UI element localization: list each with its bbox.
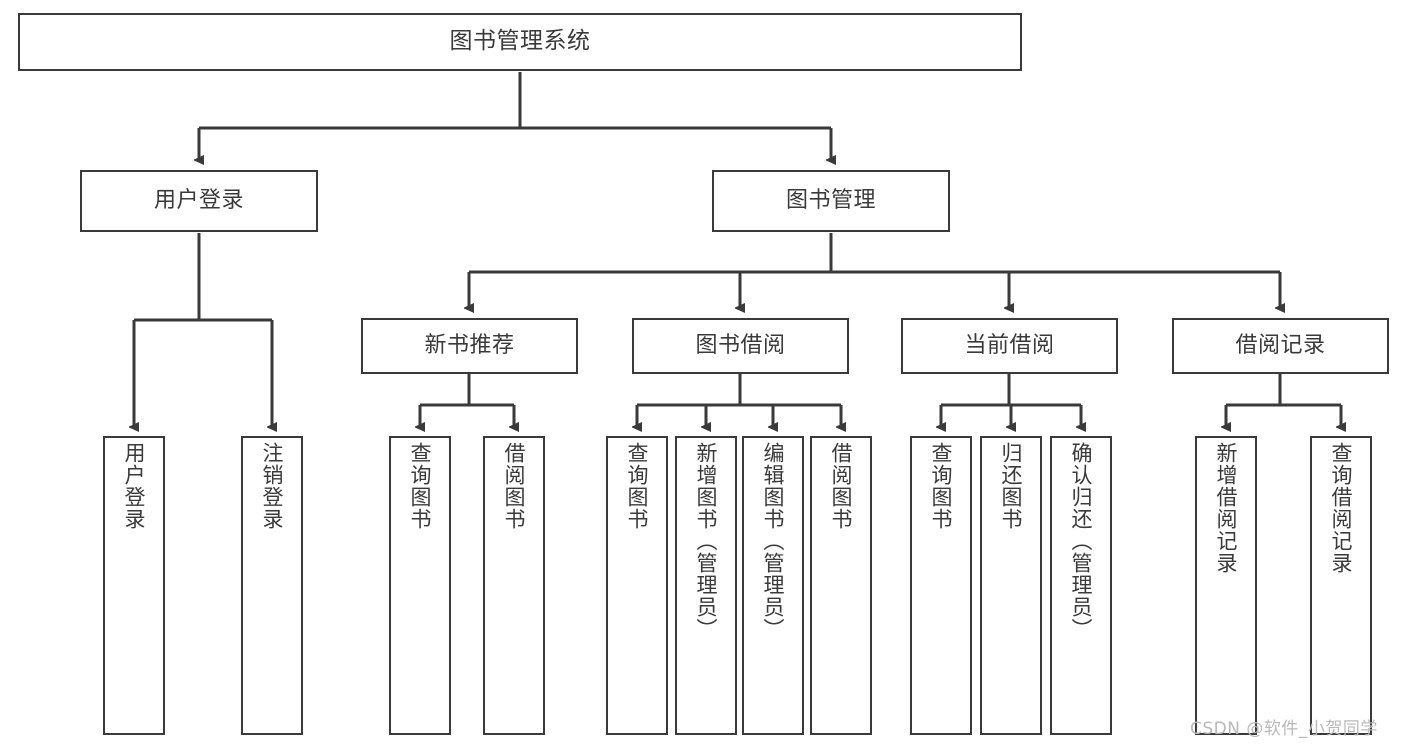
node-label: 注销登录 [260,442,285,530]
node-label: 借阅图书 [829,442,854,530]
node-label: 新增借阅记录 [1214,442,1239,574]
node-label: 归还图书 [999,442,1024,530]
leaf-user-login[interactable]: 用户登录 [103,436,165,735]
node-label: 查询借阅记录 [1329,442,1354,574]
leaf-logout[interactable]: 注销登录 [241,436,303,735]
node-borrow-record[interactable]: 借阅记录 [1172,318,1389,374]
csdn-watermark: CSDN @软件_小贺同学 [1190,719,1378,739]
leaf-record-query-borrow-record[interactable]: 查询借阅记录 [1310,436,1372,735]
node-label: 查询图书 [625,442,650,530]
node-label: 借阅记录 [1235,332,1326,358]
node-label: 图书借阅 [695,332,786,358]
node-label: 当前借阅 [964,332,1055,358]
node-new-book-recommend[interactable]: 新书推荐 [361,318,578,374]
leaf-borrow-add-book-admin[interactable]: 新增图书（管理员） [675,436,737,735]
node-label: 新书推荐 [424,332,515,358]
node-label: 图书管理系统 [449,28,591,55]
node-label: 确认归还（管理员） [1069,442,1094,640]
leaf-borrow-query-book[interactable]: 查询图书 [606,436,668,735]
node-root-book-management-system[interactable]: 图书管理系统 [18,13,1022,71]
node-label: 新增图书（管理员） [694,442,719,640]
leaf-current-confirm-return-admin[interactable]: 确认归还（管理员） [1050,436,1112,735]
leaf-borrow-edit-book-admin[interactable]: 编辑图书（管理员） [742,436,804,735]
node-label: 用户登录 [153,187,244,213]
leaf-record-add-borrow-record[interactable]: 新增借阅记录 [1195,436,1257,735]
node-book-borrow[interactable]: 图书借阅 [632,318,849,374]
node-current-borrow[interactable]: 当前借阅 [901,318,1118,374]
node-label: 查询图书 [929,442,954,530]
node-label: 图书管理 [785,187,876,213]
leaf-current-query-book[interactable]: 查询图书 [910,436,972,735]
leaf-recommend-query-book[interactable]: 查询图书 [389,436,451,735]
node-label: 编辑图书（管理员） [761,442,786,640]
leaf-borrow-borrow-book[interactable]: 借阅图书 [810,436,872,735]
node-label: 借阅图书 [502,442,527,530]
node-label: 查询图书 [408,442,433,530]
leaf-recommend-borrow-book[interactable]: 借阅图书 [483,436,545,735]
node-user-login[interactable]: 用户登录 [80,170,318,232]
node-label: 用户登录 [122,442,147,530]
node-book-management[interactable]: 图书管理 [712,170,950,232]
leaf-current-return-book[interactable]: 归还图书 [980,436,1042,735]
